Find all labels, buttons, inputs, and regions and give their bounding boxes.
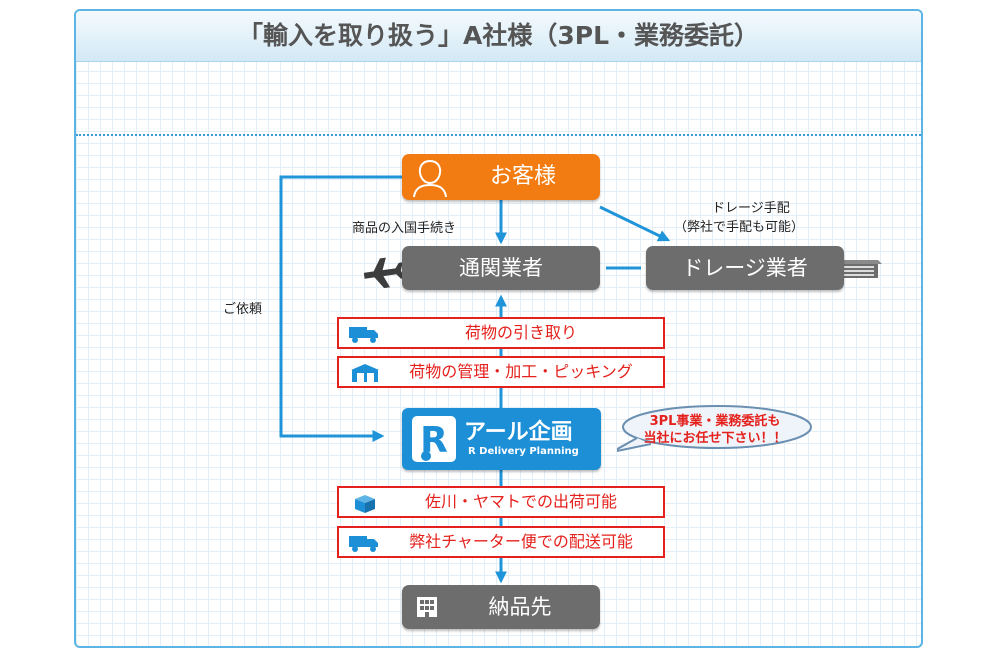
box-icon [355, 495, 375, 513]
drayage-note-label: （弊社で手配も可能） [674, 220, 805, 235]
company-logo: R アール企画 R Delivery Planning [402, 408, 601, 470]
service-pickup-label: 荷物の引き取り [464, 323, 577, 342]
destination-label: 納品先 [488, 595, 552, 619]
drayage-node: ドレージ業者 [646, 246, 844, 290]
r-logo-icon: R [412, 416, 456, 462]
service-charter: 弊社チャーター便での配送可能 [337, 526, 665, 558]
callout-line-1: 3PL事業・業務委託も [649, 414, 781, 429]
company-name-en: R Delivery Planning [468, 446, 579, 457]
callout-line-2: 当社にお任せ下さい！！ [643, 431, 787, 446]
company-name-ja: アール企画 [464, 420, 573, 445]
request-label: ご依頼 [223, 302, 263, 317]
import-procedure-label: 商品の入国手続き [352, 221, 457, 236]
dotted-divider [76, 134, 921, 136]
client-label: お客様 [489, 164, 556, 189]
bundle-truck-icon [349, 536, 378, 552]
arrow-request-loop [279, 175, 402, 442]
airplane-icon [363, 257, 405, 289]
truck-icon [349, 327, 378, 343]
service-shipping: 佐川・ヤマトでの出荷可能 [337, 486, 665, 518]
service-charter-label: 弊社チャーター便での配送可能 [409, 532, 633, 551]
diagram-title: 「輸入を取り扱う」A社様（3PL・業務委託） [76, 11, 921, 62]
service-shipping-label: 佐川・ヤマトでの出荷可能 [424, 492, 617, 511]
office-building-icon [836, 260, 882, 278]
service-pickup: 荷物の引き取り [337, 317, 665, 349]
service-management: 荷物の管理・加工・ピッキング [337, 356, 665, 388]
drayage-arrangement-label: ドレージ手配 [712, 201, 790, 216]
connector-arrows [279, 175, 882, 584]
callout-shape [617, 405, 812, 452]
arrow-client-to-drayage [599, 205, 671, 242]
client-node: お客様 [402, 154, 600, 200]
warehouse-icon [351, 364, 379, 382]
callout-bubble: 3PL事業・業務委託も 当社にお任せ下さい！！ [617, 404, 813, 454]
destination-node: 納品先 [402, 585, 600, 629]
diagram-frame: 「輸入を取り扱う」A社様（3PL・業務委託） [74, 9, 923, 648]
person-icon [413, 159, 447, 197]
building-icon [417, 597, 437, 617]
customs-broker-node: 通関業者 [402, 246, 600, 290]
service-management-label: 荷物の管理・加工・ピッキング [409, 362, 633, 381]
